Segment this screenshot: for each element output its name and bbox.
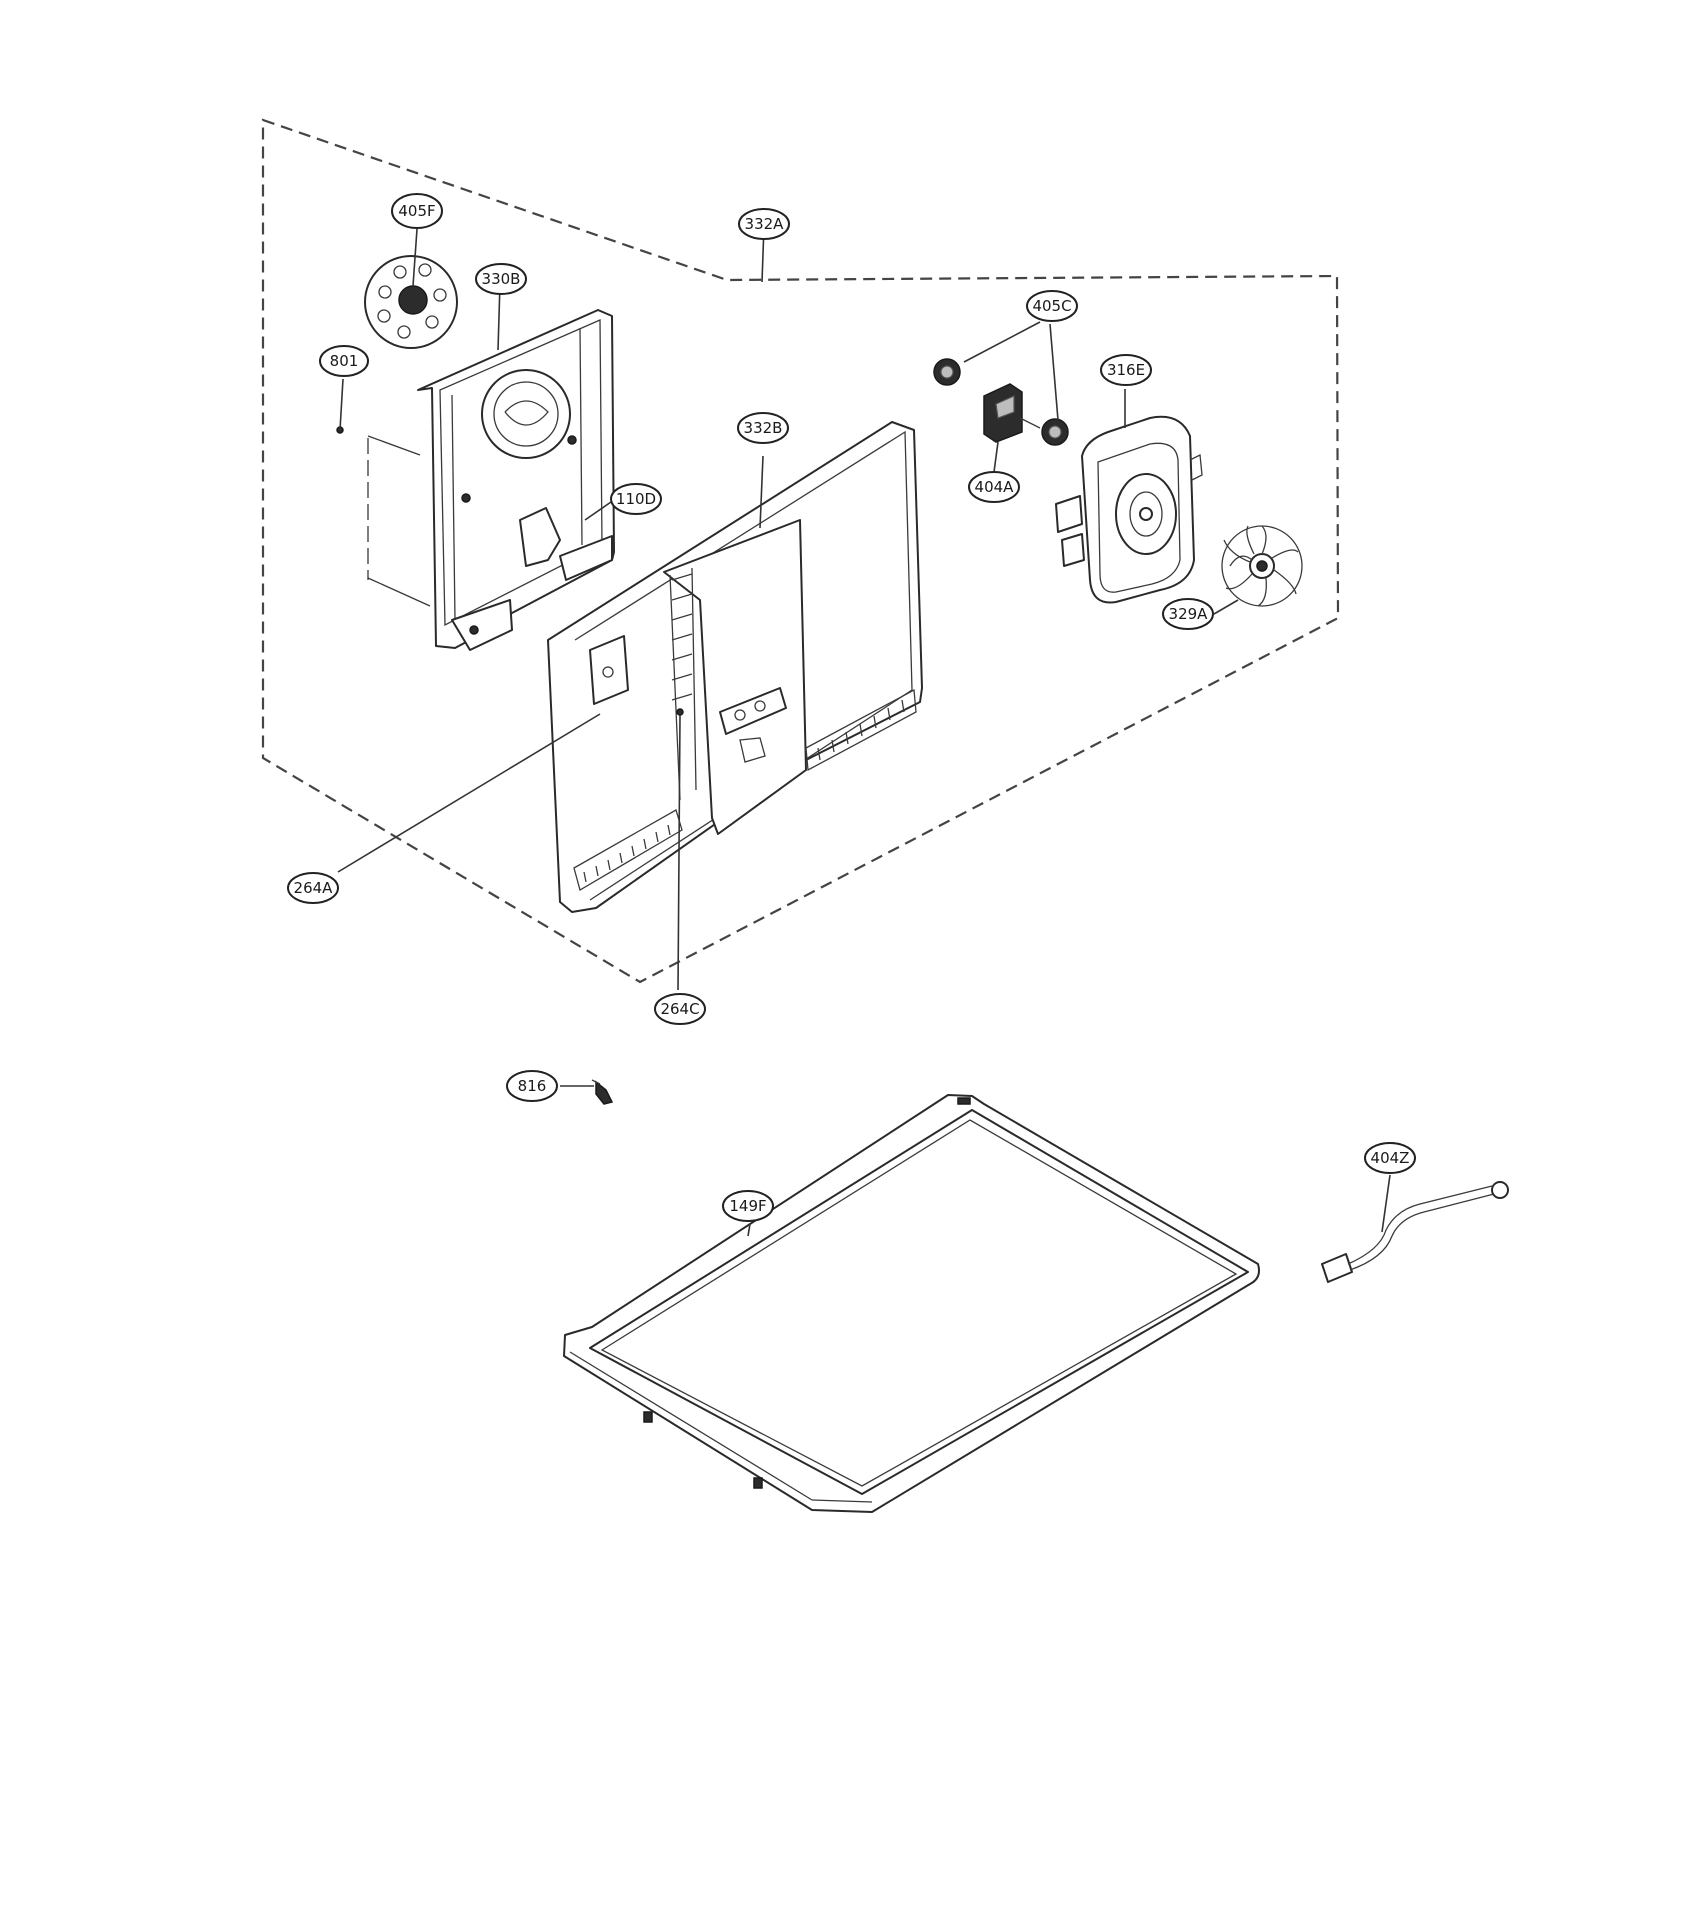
screw-part xyxy=(591,1079,614,1105)
svg-text:264A: 264A xyxy=(294,879,334,897)
svg-text:264C: 264C xyxy=(660,1000,699,1018)
fan-housing-cover-part xyxy=(417,309,615,651)
svg-text:149F: 149F xyxy=(729,1197,766,1215)
callout-332A: 332A xyxy=(738,208,790,240)
svg-text:816: 816 xyxy=(518,1077,547,1095)
glass-shelf-part xyxy=(563,1094,1260,1513)
svg-text:316E: 316E xyxy=(1107,361,1145,379)
svg-text:405C: 405C xyxy=(1032,297,1071,315)
motor-connector-part xyxy=(983,383,1041,443)
callout-405C: 405C xyxy=(1026,290,1078,322)
callout-316E: 316E xyxy=(1100,354,1152,386)
svg-text:332B: 332B xyxy=(744,419,783,437)
svg-text:110D: 110D xyxy=(616,490,656,508)
fan-disc-part xyxy=(364,255,458,349)
svg-text:404Z: 404Z xyxy=(1371,1149,1410,1167)
svg-text:405F: 405F xyxy=(398,202,435,220)
callout-404A: 404A xyxy=(968,471,1020,503)
callout-264A: 264A xyxy=(287,872,339,904)
callout-332B: 332B xyxy=(737,412,789,444)
svg-text:332A: 332A xyxy=(745,215,785,233)
callout-404Z: 404Z xyxy=(1364,1142,1416,1174)
fan-blade-part xyxy=(1221,525,1303,607)
grommet-part xyxy=(933,358,1069,446)
callout-801: 801 xyxy=(319,345,369,377)
assembly-boundary xyxy=(261,118,1340,984)
callout-405F: 405F xyxy=(391,193,443,229)
svg-text:801: 801 xyxy=(330,352,359,370)
callout-330B: 330B xyxy=(475,263,527,295)
wire-harness-part xyxy=(1321,1181,1509,1283)
fan-motor-housing-part xyxy=(1055,415,1203,604)
svg-text:329A: 329A xyxy=(1169,605,1209,623)
callout-329A: 329A xyxy=(1162,598,1214,630)
evaporator-panel-part xyxy=(547,421,923,913)
callout-149F: 149F xyxy=(722,1190,774,1222)
callout-110D: 110D xyxy=(610,483,662,515)
svg-text:404A: 404A xyxy=(975,478,1015,496)
callout-816: 816 xyxy=(506,1070,558,1102)
svg-text:330B: 330B xyxy=(482,270,521,288)
callout-264C: 264C xyxy=(654,993,706,1025)
